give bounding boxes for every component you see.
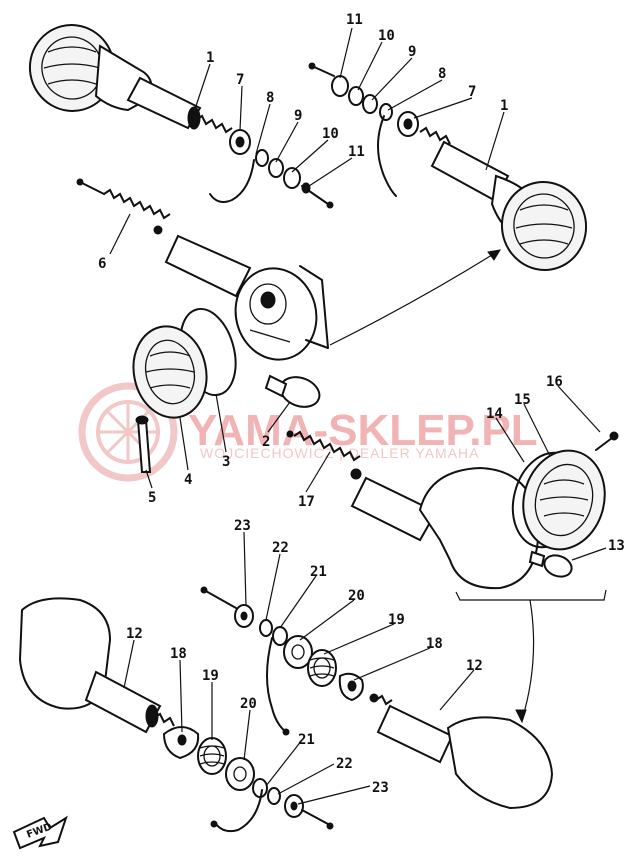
part-number-21b: 21 <box>298 732 315 748</box>
center-flasher-assembly <box>76 178 501 473</box>
part-number-7: 7 <box>236 72 244 88</box>
part-number-18b: 18 <box>170 646 187 662</box>
watermark: YAMA-SKLEP.PL WOJCIECHOWICZ | DEALER YAM… <box>78 382 538 482</box>
part-number-18: 18 <box>426 636 443 652</box>
part-number-2: 2 <box>262 434 270 450</box>
part-number-3: 3 <box>222 454 230 470</box>
part-number-13: 13 <box>608 538 625 554</box>
part-number-10b: 10 <box>378 28 395 44</box>
watermark-brand: YAMA-SKLEP.PL <box>188 406 538 455</box>
part-number-22: 22 <box>272 540 289 556</box>
lower-center-parts <box>200 586 554 810</box>
part-number-23b: 23 <box>372 780 389 796</box>
part-number-7b: 7 <box>468 84 476 100</box>
part-number-1: 1 <box>206 50 214 66</box>
part-number-17: 17 <box>298 494 315 510</box>
watermark-logo-icon <box>78 382 178 482</box>
part-number-12b: 12 <box>466 658 483 674</box>
part-number-16: 16 <box>546 374 563 390</box>
part-number-12: 12 <box>126 626 143 642</box>
part-number-23: 23 <box>234 518 251 534</box>
part-number-15: 15 <box>514 392 531 408</box>
part-number-11: 11 <box>348 144 365 160</box>
top-right-flasher-assembly <box>308 62 588 271</box>
right-middle-flasher-assembly <box>286 430 619 724</box>
lower-left-flasher-assembly <box>18 597 334 833</box>
part-number-22b: 22 <box>336 756 353 772</box>
part-number-19b: 19 <box>202 668 219 684</box>
part-number-10: 10 <box>322 126 339 142</box>
watermark-tagline: WOJCIECHOWICZ | DEALER YAMAHA <box>200 445 479 461</box>
part-number-11b: 11 <box>346 12 363 28</box>
part-number-9b: 9 <box>408 44 416 60</box>
bulb-13 <box>543 554 573 578</box>
part-number-9: 9 <box>294 108 302 124</box>
top-left-flasher-assembly <box>28 24 334 209</box>
part-number-19: 19 <box>388 612 405 628</box>
part-number-5: 5 <box>148 490 156 506</box>
lens-15 <box>522 449 606 551</box>
part-number-8: 8 <box>266 90 274 106</box>
part-number-8b: 8 <box>438 66 446 82</box>
part-number-1b: 1 <box>500 98 508 114</box>
leader-lines <box>109 27 607 805</box>
flasher-shell <box>418 466 540 590</box>
part-number-21: 21 <box>310 564 327 580</box>
part-number-14: 14 <box>486 406 503 422</box>
flasher-housing <box>234 267 318 361</box>
part-number-4: 4 <box>184 472 192 488</box>
forward-arrow-icon: FWD <box>12 815 68 850</box>
part-number-20b: 20 <box>240 696 257 712</box>
lower-right-flasher-shell <box>446 716 554 810</box>
part-number-labels: 1 7 8 9 10 11 11 10 9 8 7 1 6 2 3 4 5 17… <box>98 12 625 796</box>
part-number-6: 6 <box>98 256 106 272</box>
flasher-stem <box>126 76 202 130</box>
part-number-20: 20 <box>348 588 365 604</box>
